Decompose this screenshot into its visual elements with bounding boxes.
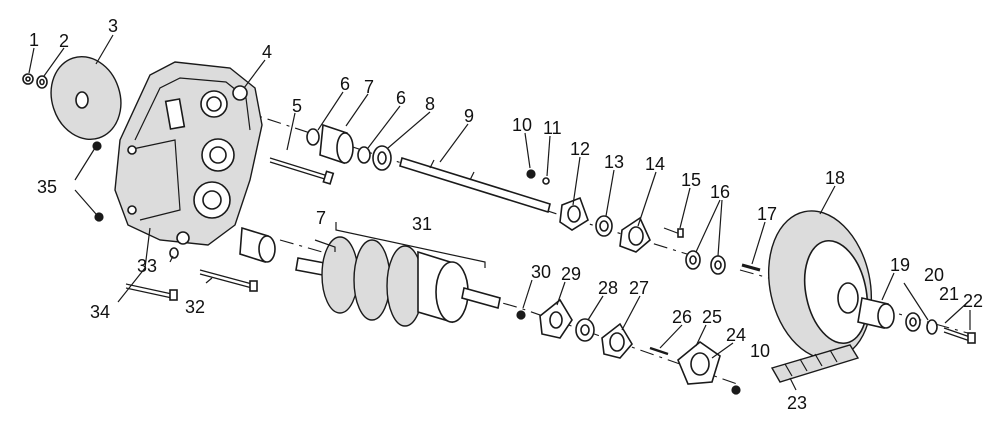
callout-17: 17: [757, 204, 777, 224]
part-30-nut: [516, 310, 526, 320]
callout-3: 3: [108, 16, 118, 36]
part-29-gasket: [539, 298, 573, 339]
callout-16: 16: [710, 182, 730, 202]
part-18-driven-pulley: [767, 210, 873, 360]
part-21-lock-washer: [926, 319, 938, 335]
callout-20: 20: [924, 265, 944, 285]
part-33-washer: [169, 247, 179, 259]
callout-7a: 7: [364, 77, 374, 97]
callout-15: 15: [681, 170, 701, 190]
part-22-bolt: [943, 327, 976, 344]
callout-9: 9: [464, 106, 474, 126]
callout-32: 32: [185, 297, 205, 317]
callout-22: 22: [963, 291, 983, 311]
part-19-spacer: [857, 297, 895, 329]
callout-18: 18: [825, 168, 845, 188]
part-35-nut-bottom: [94, 212, 104, 222]
callout-26: 26: [672, 307, 692, 327]
callout-10a: 10: [512, 115, 532, 135]
part-8-seal: [372, 145, 392, 171]
part-3-cover-disc: [50, 55, 122, 141]
part-10-nut-lower: [731, 385, 741, 395]
part-7-bearing-lower: [239, 226, 276, 264]
part-34-bolt: [125, 283, 178, 301]
part-2-washer: [36, 75, 48, 89]
part-16-washer-right: [710, 255, 726, 275]
callout-2: 2: [59, 31, 69, 51]
callout-21: 21: [939, 284, 959, 304]
callout-6b: 6: [396, 88, 406, 108]
part-27-flange: [601, 322, 633, 359]
part-14-flange: [619, 216, 651, 253]
callout-33: 33: [137, 256, 157, 276]
callout-29: 29: [561, 264, 581, 284]
callout-6a: 6: [340, 74, 350, 94]
callout-24: 24: [726, 325, 746, 345]
part-5-bolt: [269, 157, 335, 185]
part-31-gear-assembly: [295, 236, 501, 327]
part-16-washer-left: [685, 250, 701, 270]
callout-35: 35: [37, 177, 57, 197]
callout-7b: 7: [316, 208, 326, 228]
part-28-bushing: [575, 318, 595, 342]
part-23-drive-belt: [770, 344, 860, 383]
callout-25: 25: [702, 307, 722, 327]
leader-lines: [28, 34, 971, 391]
part-10-nut-upper: [526, 169, 536, 179]
part-6-oring-right: [357, 146, 371, 164]
part-9-shaft: [399, 156, 551, 214]
callout-5: 5: [292, 96, 302, 116]
callout-30: 30: [531, 262, 551, 282]
callout-28: 28: [598, 278, 618, 298]
callout-labels: 1 2 3 4 5 6 6 7 7 8 9 10 10 11 12 13 14 …: [29, 16, 983, 413]
callout-19: 19: [890, 255, 910, 275]
part-24-bearing-cap: [677, 340, 721, 385]
part-1-nut: [22, 73, 34, 85]
part-15-screw: [663, 227, 684, 238]
part-12-gasket-plate: [559, 196, 589, 231]
callout-4: 4: [262, 42, 272, 62]
callout-31: 31: [412, 214, 432, 234]
part-32-bolt: [199, 269, 258, 292]
callout-34: 34: [90, 302, 110, 322]
part-20-washer: [905, 312, 921, 332]
callout-1: 1: [29, 30, 39, 50]
part-13-bushing: [595, 215, 613, 237]
part-7-bearing-upper: [319, 123, 354, 165]
callout-10b: 10: [750, 341, 770, 361]
callout-12: 12: [570, 139, 590, 159]
part-11-washer: [542, 177, 550, 185]
part-17-pin: [741, 263, 761, 272]
callout-8: 8: [425, 94, 435, 114]
callout-11: 11: [543, 118, 562, 138]
callout-13: 13: [604, 152, 624, 172]
callout-23: 23: [787, 393, 807, 413]
callout-27: 27: [629, 278, 649, 298]
part-6-oring-left: [306, 128, 320, 146]
part-4-gearcase-housing: [114, 61, 263, 246]
part-26-pin: [649, 346, 669, 356]
callout-14: 14: [645, 154, 665, 174]
